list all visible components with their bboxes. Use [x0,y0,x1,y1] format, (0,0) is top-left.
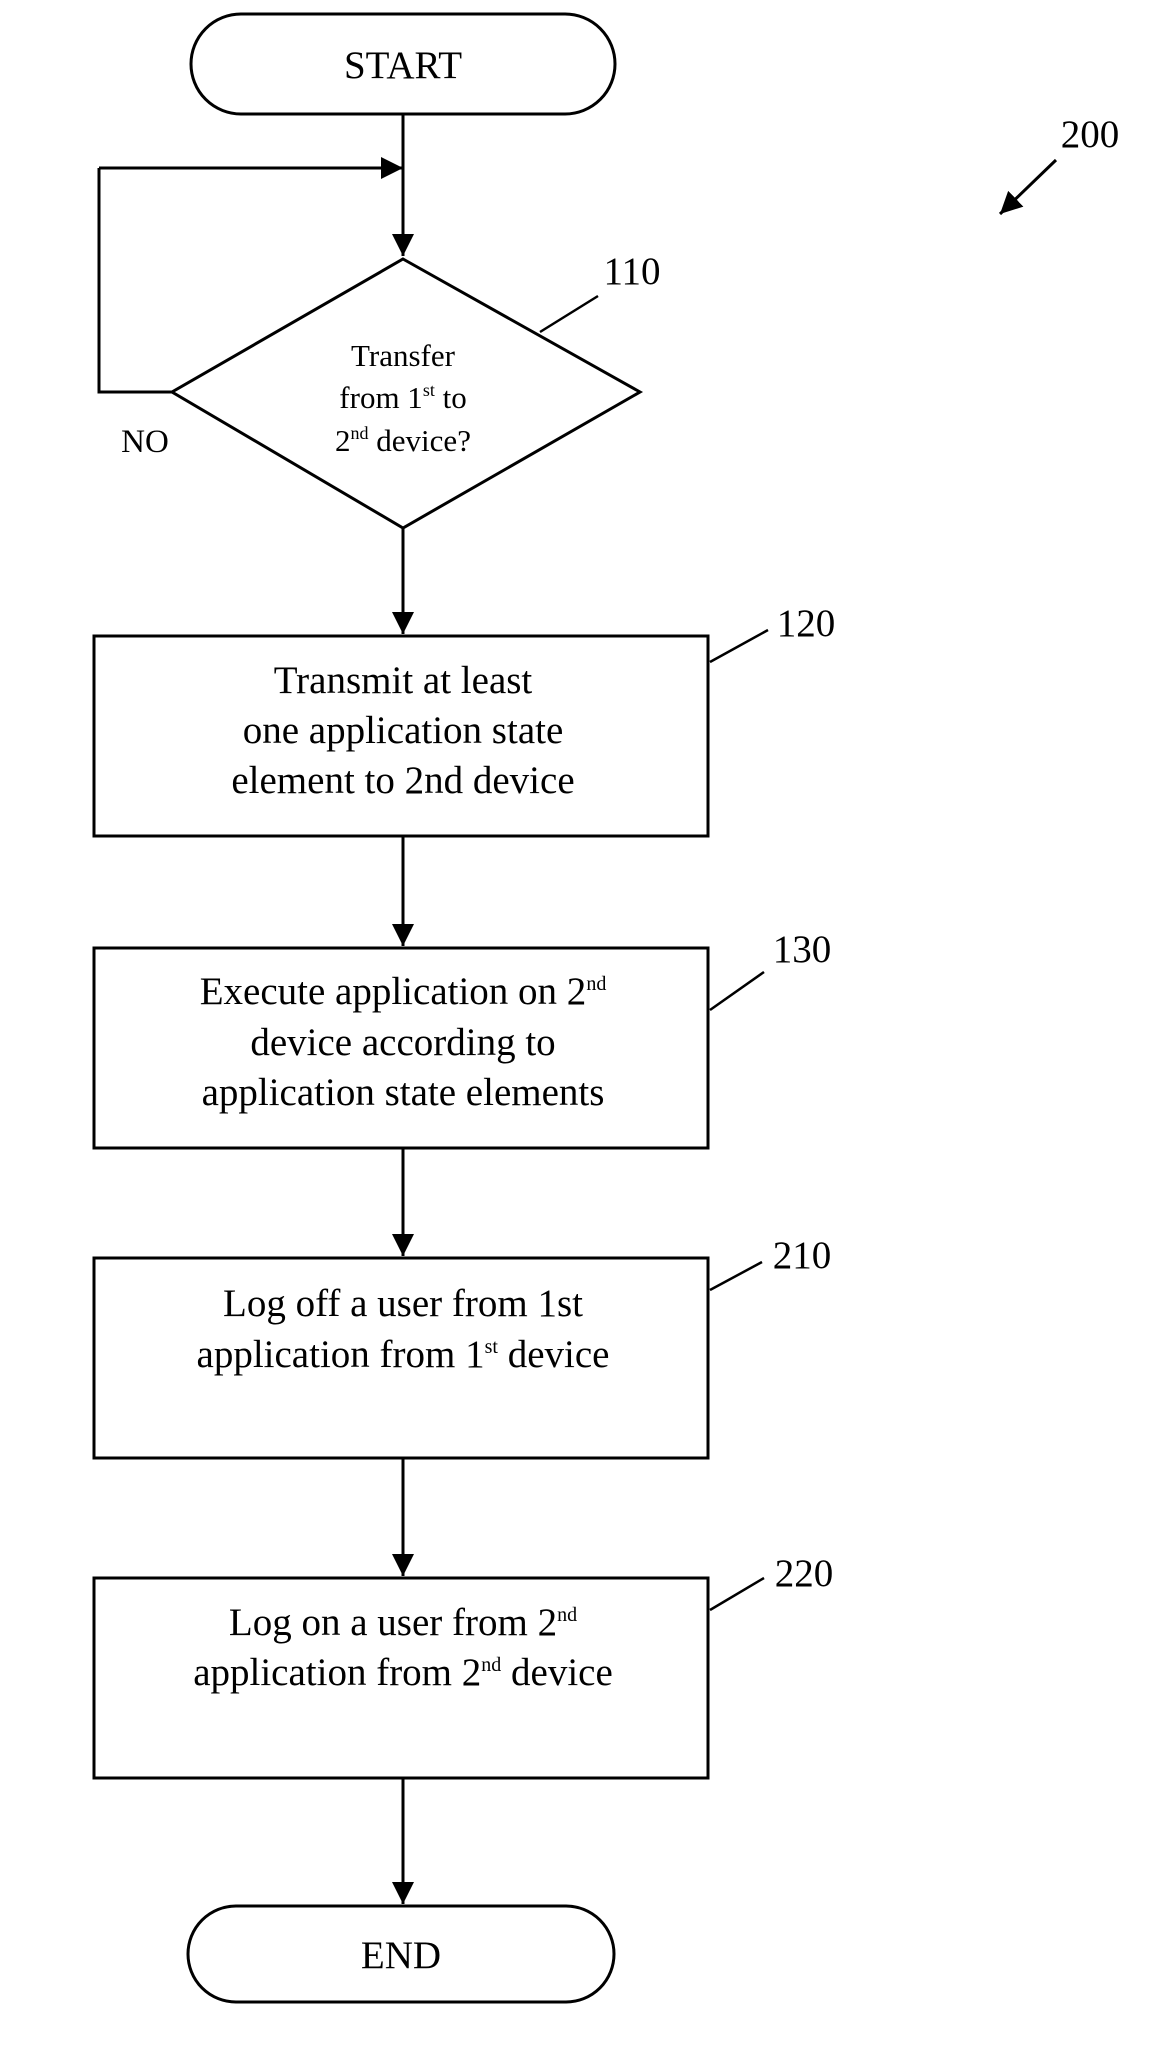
step-120-ref-leader [710,630,768,662]
step-210-ref-label: 210 [773,1234,832,1277]
step-130-ref-leader [710,972,764,1010]
step-120-line-2: one application state [243,709,564,752]
no-label: NO [121,424,169,460]
step-130-ref-label: 130 [773,928,832,971]
step-120-ref-label: 120 [777,602,836,645]
end-label: END [361,1934,441,1977]
step-130-line-2: device according to [250,1021,555,1064]
step-220-line-2: application from 2nd device [193,1651,613,1694]
start-label: START [344,44,462,87]
step-220-ref-leader [710,1578,764,1610]
step-130-line-3: application state elements [202,1071,605,1114]
decision-ref-leader [540,296,598,332]
step-130-line-1: Execute application on 2nd [200,970,607,1013]
decision-line-1: Transfer [351,338,456,373]
step-210-ref-leader [710,1262,762,1290]
step-210-line-1: Log off a user from 1st [223,1282,583,1325]
decision-ref-label: 110 [603,250,660,293]
step-220-line-1: Log on a user from 2nd [229,1601,577,1644]
step-120-line-1: Transmit at least [274,659,533,702]
step-120-line-3: element to 2nd device [231,759,574,802]
step-220-ref-label: 220 [775,1552,834,1595]
figure-ref-label: 200 [1061,113,1120,156]
decision-line-2: from 1st to [339,380,466,415]
no-loop-path [99,168,172,392]
step-210-line-2: application from 1st device [197,1333,610,1376]
figure-ref-arrow [1000,160,1056,214]
